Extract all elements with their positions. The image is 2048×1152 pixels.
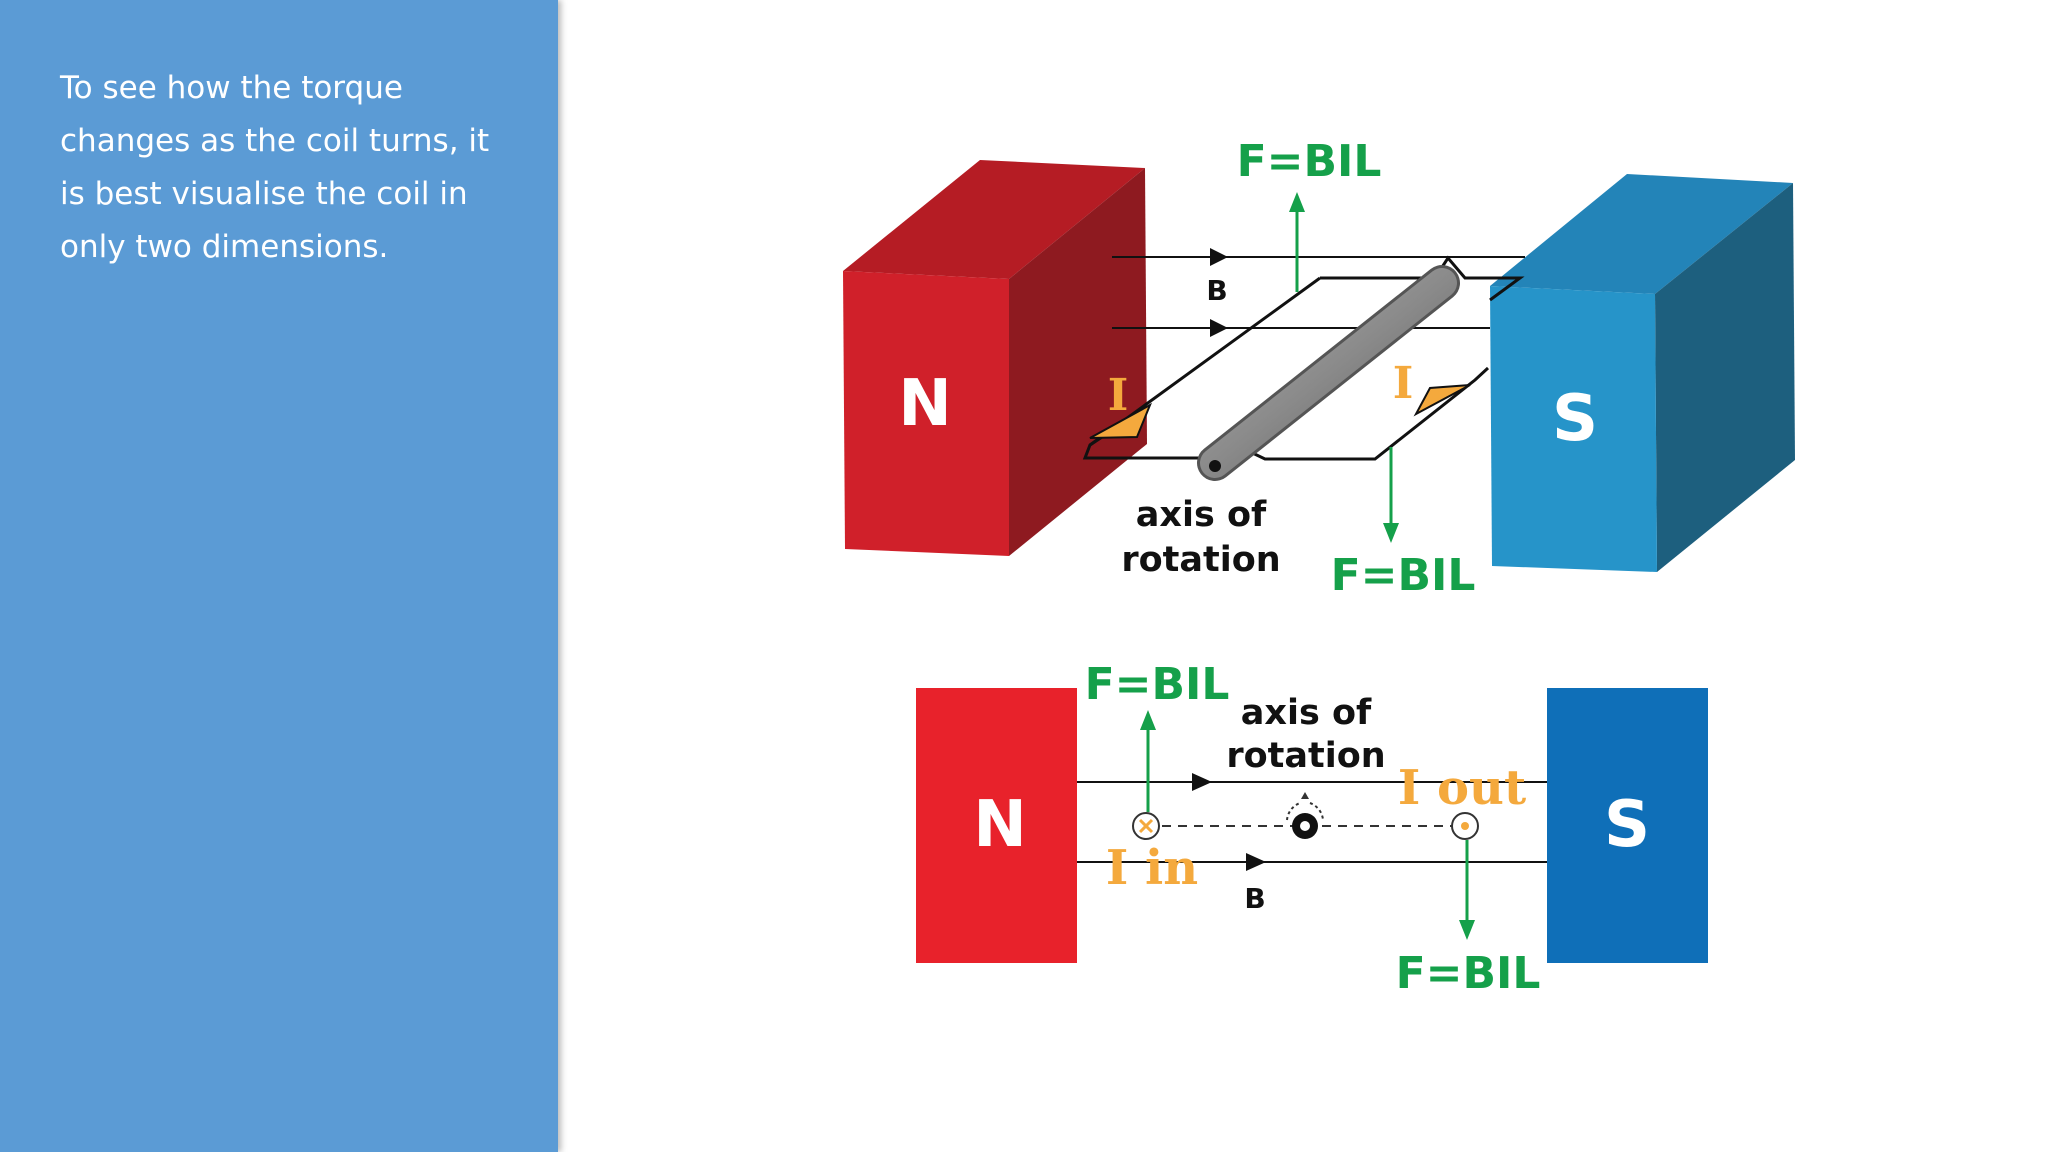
force-arrow-bottom-2d [1459,840,1475,940]
current-out-label-2d: I out [1398,760,1526,816]
conductor-out-2d [1451,812,1479,840]
diagram-2d: N S B [916,659,1708,999]
force-label-top-2d: F=BIL [1085,659,1230,710]
south-magnet-2d: S [1547,688,1708,963]
force-arrow-bottom-3d [1383,447,1399,543]
force-arrow-top-2d [1140,710,1156,812]
axis-point-2d [1286,792,1324,839]
current-in-label-2d: I in [1106,840,1198,896]
axis-label-line1-2d: axis of [1241,693,1372,733]
axis-label-line2-3d: rotation [1121,540,1280,580]
field-lines-3d: B [1112,248,1525,337]
current-label-left-3d: I [1108,370,1129,421]
north-magnet-2d: N [916,688,1077,963]
south-label-3d: S [1552,382,1598,456]
north-label-3d: N [898,367,952,441]
north-magnet-3d: N [843,160,1147,556]
field-lines-2d: B [1077,773,1547,915]
diagram-3d: N S B [843,136,1795,601]
conductor-in-2d [1132,812,1160,840]
sidebar-text: To see how the torque changes as the coi… [60,70,490,265]
axis-label-line1-3d: axis of [1136,495,1267,535]
axis-label-line2-2d: rotation [1226,736,1385,776]
current-label-right-3d: I [1393,358,1414,409]
field-label-2d: B [1244,882,1265,915]
sidebar-panel: To see how the torque changes as the coi… [0,0,558,1152]
force-label-bottom-2d: F=BIL [1396,948,1541,999]
force-label-bottom-3d: F=BIL [1331,550,1476,601]
force-label-top-3d: F=BIL [1237,136,1382,187]
south-label-2d: S [1604,788,1650,862]
axle-3d [1197,265,1460,481]
force-arrow-top-3d [1289,192,1305,292]
field-label-3d: B [1206,274,1227,307]
north-label-2d: N [973,788,1027,862]
south-magnet-3d: S [1490,174,1795,572]
